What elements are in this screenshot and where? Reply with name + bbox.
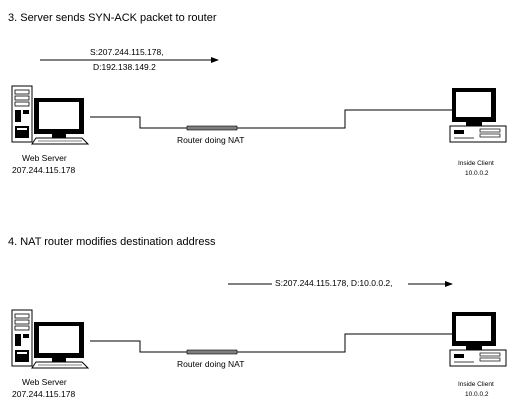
router-icon xyxy=(186,349,238,355)
client-ip: 10.0.0.2 xyxy=(465,391,489,398)
packet-source-label: S:207.244.115.178, xyxy=(90,47,164,57)
network-link-server-router xyxy=(90,116,187,129)
panel-step-3: 3. Server sends SYN-ACK packet to router… xyxy=(8,12,507,177)
network-link-router-client xyxy=(237,109,455,129)
inside-client-icon xyxy=(449,87,507,143)
packet-label: S:207.244.115.178, D:10.0.0.2, xyxy=(275,278,393,288)
packet-label-background xyxy=(272,276,408,288)
step-title: 4. NAT router modifies destination addre… xyxy=(8,236,216,248)
panel-step-4: 4. NAT router modifies destination addre… xyxy=(8,236,507,399)
client-label: Inside Client xyxy=(458,381,494,388)
router-label: Router doing NAT xyxy=(177,359,244,369)
network-link-server-router xyxy=(90,340,187,353)
server-ip: 207.244.115.178 xyxy=(12,389,75,399)
router-icon xyxy=(186,125,238,131)
step-title: 3. Server sends SYN-ACK packet to router xyxy=(8,12,217,24)
client-label: Inside Client xyxy=(458,160,494,167)
server-label: Web Server xyxy=(22,377,67,387)
packet-destination-label: D:192.138.149.2 xyxy=(93,62,156,72)
network-link-router-client xyxy=(237,333,455,353)
server-label: Web Server xyxy=(22,153,67,163)
web-server-icon xyxy=(11,309,89,369)
client-ip: 10.0.0.2 xyxy=(465,170,489,177)
server-ip: 207.244.115.178 xyxy=(12,165,75,175)
inside-client-icon xyxy=(449,311,507,367)
web-server-icon xyxy=(11,85,89,145)
router-label: Router doing NAT xyxy=(177,135,244,145)
